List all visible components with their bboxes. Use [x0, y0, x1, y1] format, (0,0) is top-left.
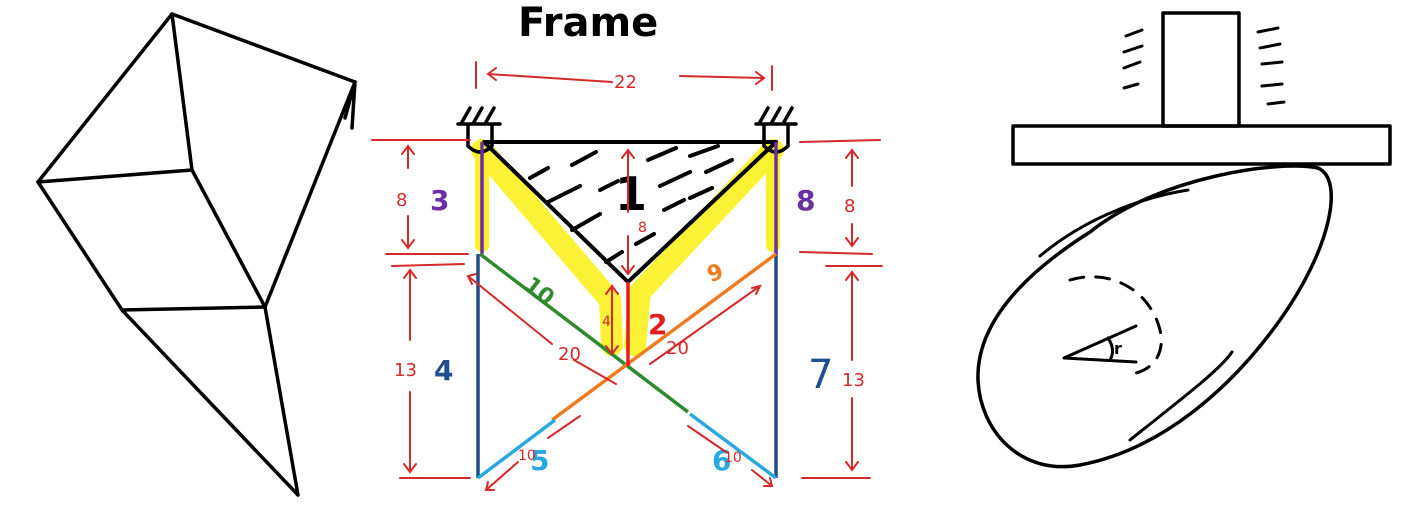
dim-center-upper: 8: [638, 220, 647, 236]
member-4-label: 4: [434, 354, 453, 387]
member-10-line: [478, 252, 690, 414]
box-edge-tail: [120, 305, 300, 497]
dim-left-upper: 8: [396, 190, 407, 211]
motion-marks-left: [1122, 28, 1144, 90]
motion-marks-right: [1256, 26, 1286, 106]
dim-bottom-right: 10: [724, 450, 742, 466]
dim-right-lower: 13: [842, 370, 865, 391]
box-outer-edge-1: [36, 12, 357, 184]
dimension-lines: [371, 61, 883, 491]
left-pin-support: [456, 106, 502, 154]
member-5-line: [476, 418, 557, 480]
box-edge-hook: [350, 80, 357, 130]
hatch-lines: [528, 144, 734, 264]
member-8-label: 8: [796, 184, 815, 217]
roller-press-sketch: [976, 11, 1392, 469]
press-plunger: [1161, 11, 1241, 128]
member-5-label: 5: [530, 444, 549, 477]
roller-body: [976, 164, 1333, 469]
member-9-line: [550, 252, 778, 422]
member-2-label: 2: [648, 308, 667, 341]
member-9-label: 9: [704, 259, 727, 288]
dim-diag-left: 20: [558, 344, 581, 365]
frame-title: Frame: [518, 0, 658, 46]
angle-mark: [1062, 324, 1138, 364]
dim-diag-right: 20: [666, 338, 689, 359]
member-7-label: 7: [808, 352, 833, 398]
roller-highlight-top: [1038, 188, 1190, 258]
member-6-line: [688, 412, 778, 480]
box-edge-top-rear: [170, 12, 357, 309]
member-1-label: 1: [615, 167, 647, 221]
press-plate: [1011, 124, 1392, 166]
roller-angle-label: r: [1114, 339, 1122, 358]
member-10-label: 10: [519, 272, 559, 311]
box-edge-front-top: [36, 168, 194, 184]
box-wireframe-sketch: [36, 12, 357, 497]
dim-left-lower: 13: [394, 360, 417, 381]
frame-diagram: Frame 1: [371, 0, 883, 491]
dim-center-lower: 4: [602, 314, 611, 330]
yellow-highlight-right: [624, 139, 784, 356]
roller-highlight-bottom: [1128, 350, 1234, 442]
dim-bottom-left: 10: [518, 448, 536, 464]
roller-end-dashed: [1068, 275, 1163, 376]
member-3-label: 3: [430, 184, 449, 217]
dim-right-upper: 8: [844, 196, 855, 217]
triangle-member-1: [482, 140, 778, 284]
dim-top-span: 22: [614, 72, 637, 93]
